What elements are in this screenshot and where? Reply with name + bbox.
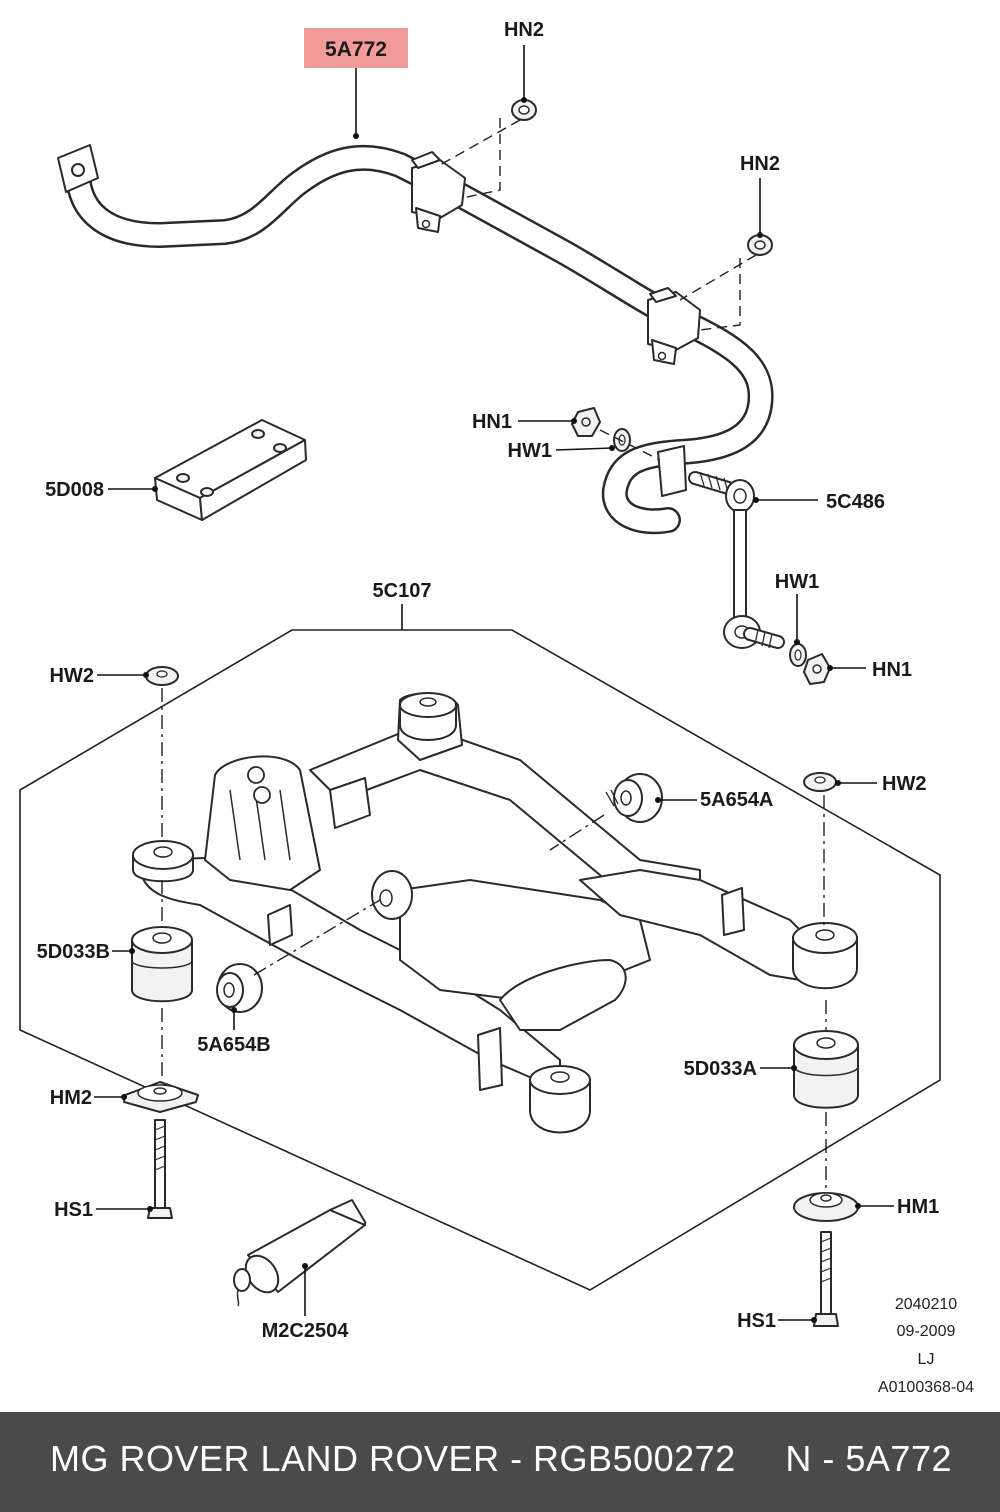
- callout-hm1: HM1: [897, 1196, 939, 1218]
- callout-5d033a: 5D033A: [684, 1058, 757, 1080]
- callout-5a772: 5A772: [325, 38, 387, 61]
- bush-5a654b: [216, 963, 263, 1013]
- tube-m2c2504: [233, 1199, 366, 1307]
- callout-hn1-upper: HN1: [472, 411, 512, 433]
- subframe-bushing-left: [132, 840, 194, 883]
- callout-hs1-left: HS1: [54, 1199, 93, 1221]
- callout-hw1-lower: HW1: [775, 571, 819, 593]
- subframe: [139, 692, 811, 1091]
- hw1-washer-upper: [613, 428, 631, 452]
- stabilizer-link: [688, 471, 785, 649]
- leader-lines: [94, 45, 894, 1323]
- bush-5a654a: [605, 773, 663, 823]
- washer-hw2-right: [803, 772, 837, 792]
- hn1-nut-upper: [571, 407, 601, 437]
- bar-bracket-upper: [411, 151, 466, 233]
- callout-hn1-lower: HN1: [872, 659, 912, 681]
- bolt-hs1-left: [147, 1119, 173, 1219]
- callout-5d033b: 5D033B: [37, 941, 110, 963]
- subframe-bushing-rear: [399, 692, 457, 741]
- callout-hw2-left: HW2: [50, 665, 94, 687]
- callout-5c486: 5C486: [826, 491, 885, 513]
- callout-hm2: HM2: [50, 1087, 92, 1109]
- callout-5a654a: 5A654A: [700, 789, 773, 811]
- callout-hw1-upper: HW1: [508, 440, 552, 462]
- callout-5c107: 5C107: [373, 580, 432, 602]
- subframe-bushing-front: [529, 1065, 591, 1134]
- meta-initials: LJ: [918, 1351, 935, 1368]
- assembly-outline: [19, 629, 941, 1291]
- footer-part-number: MG ROVER LAND ROVER - RGB500272: [50, 1438, 736, 1479]
- plate-hm2: [123, 1081, 199, 1113]
- mount-5d033a: [793, 1030, 859, 1109]
- hw1-washer-lower: [789, 643, 807, 667]
- mount-5d033b: [131, 926, 193, 1003]
- callout-5d008: 5D008: [45, 479, 104, 501]
- bolt-hs1-right: [813, 1231, 839, 1327]
- meta-code: 2040210: [895, 1296, 957, 1313]
- plate-hm1: [793, 1192, 859, 1222]
- parts-diagram: 5A772 HN2 HN2 HN1 HW1 5D008 5C486 HW1 HN…: [19, 19, 974, 1396]
- meta-date: 09-2009: [897, 1323, 956, 1340]
- callout-hs1-right: HS1: [737, 1310, 776, 1332]
- bar-bracket-lower: [647, 287, 701, 365]
- callout-m2c2504: M2C2504: [262, 1320, 350, 1342]
- callout-hw2-right: HW2: [882, 773, 926, 795]
- footer-reference: N - 5A772: [785, 1438, 952, 1479]
- arm-bushing-mid: [371, 870, 413, 920]
- washer-hw2-left: [145, 666, 179, 686]
- hn1-nut-lower: [803, 653, 831, 685]
- plate-5d008: [154, 419, 307, 521]
- highlight-box: [304, 28, 408, 68]
- callout-hn2-top: HN2: [504, 19, 544, 41]
- subframe-bushing-right: [792, 922, 858, 990]
- callout-5a654b: 5A654B: [197, 1034, 270, 1056]
- footer-bar: MG ROVER LAND ROVER - RGB500272 N - 5A77…: [0, 1412, 1000, 1512]
- callout-hn2-mid: HN2: [740, 153, 780, 175]
- meta-ref: A0100368-04: [878, 1379, 974, 1396]
